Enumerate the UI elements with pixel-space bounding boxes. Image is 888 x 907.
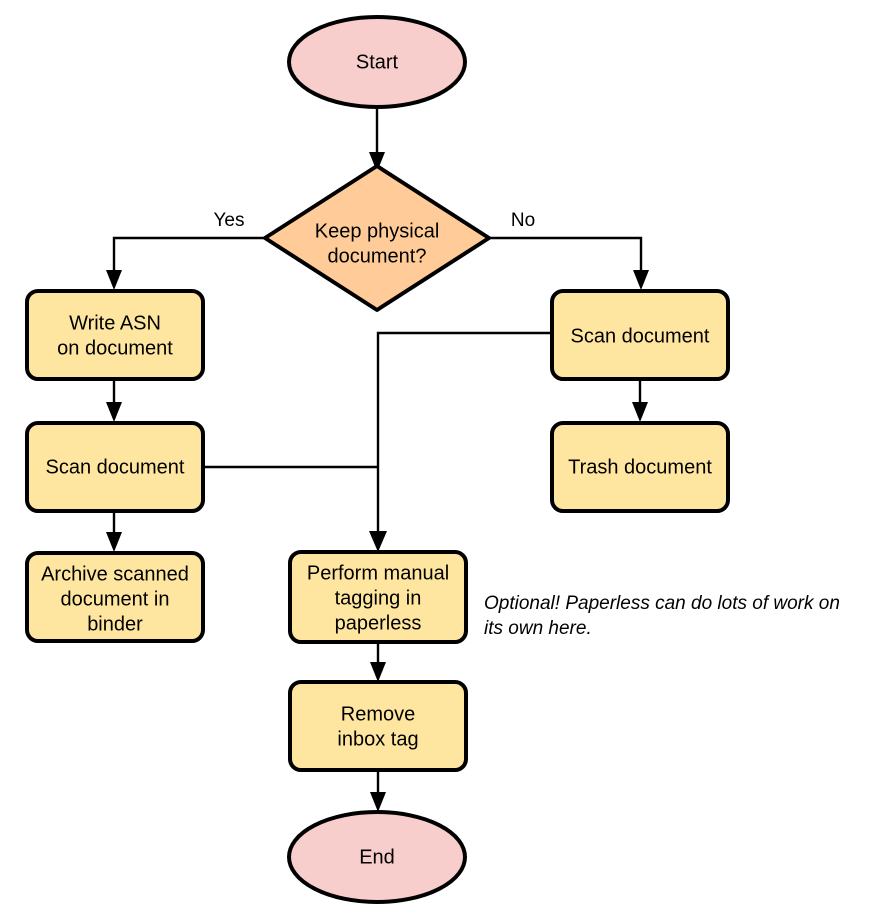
archive-box[interactable] [25, 551, 205, 643]
trash-document-box[interactable] [550, 421, 730, 513]
edge-scanright-to-tagging [376, 331, 552, 540]
edge-start-to-decision [369, 107, 385, 172]
node-end[interactable]: End [287, 810, 467, 904]
node-decision-keep-physical-document[interactable]: Keep physical document? [263, 164, 491, 312]
edge-decision-yes: Yes [106, 210, 265, 290]
node-remove-inbox-tag[interactable]: Remove inbox tag [288, 680, 468, 772]
decision-diamond[interactable] [263, 164, 491, 312]
manual-tagging-label-line2: tagging in [335, 587, 422, 609]
node-archive-scanned-document[interactable]: Archive scanned document in binder [25, 551, 205, 643]
write-asn-label-line2: on document [57, 337, 173, 359]
decision-label-line2: document? [328, 245, 427, 267]
decision-label-line1: Keep physical [315, 220, 440, 242]
write-asn-box[interactable] [25, 289, 205, 381]
node-manual-tagging[interactable]: Perform manual tagging in paperless [288, 550, 468, 644]
edge-label-yes: Yes [214, 210, 245, 231]
trash-document-label: Trash document [568, 456, 712, 478]
edge-scanright-to-trash [632, 379, 648, 422]
remove-inbox-tag-label-line2: inbox tag [337, 728, 418, 750]
edge-scanleft-to-archive [106, 511, 122, 552]
end-label: End [359, 846, 395, 868]
scan-document-left-box[interactable] [25, 421, 205, 513]
archive-label-line3: binder [87, 613, 143, 635]
start-label: Start [356, 51, 399, 73]
edge-label-no: No [511, 210, 535, 231]
edge-scanleft-to-tagging [203, 465, 387, 552]
archive-label-line2: document in [61, 588, 170, 610]
manual-tagging-label-line1: Perform manual [307, 562, 449, 584]
annotation-line1: Optional! Paperless can do lots of work … [484, 593, 840, 614]
edge-decision-no: No [489, 210, 649, 290]
scan-document-left-label: Scan document [46, 456, 185, 478]
scan-document-right-box[interactable] [550, 289, 730, 381]
write-asn-label-line1: Write ASN [69, 312, 161, 334]
edge-removeinbox-to-end [370, 770, 386, 812]
edge-tagging-to-removeinbox [370, 642, 386, 682]
node-trash-document[interactable]: Trash document [550, 421, 730, 513]
node-write-asn[interactable]: Write ASN on document [25, 289, 205, 381]
node-scan-document-left[interactable]: Scan document [25, 421, 205, 513]
archive-label-line1: Archive scanned [41, 563, 189, 585]
manual-tagging-box[interactable] [288, 550, 468, 644]
annotation-optional-note: Optional! Paperless can do lots of work … [484, 593, 840, 639]
node-scan-document-right[interactable]: Scan document [550, 289, 730, 381]
remove-inbox-tag-label-line1: Remove [341, 703, 415, 725]
node-start[interactable]: Start [287, 15, 467, 109]
start-ellipse[interactable] [287, 15, 467, 109]
edge-writeasn-to-scanleft [106, 379, 122, 422]
remove-inbox-tag-box[interactable] [288, 680, 468, 772]
scan-document-right-label: Scan document [571, 325, 710, 347]
manual-tagging-label-line3: paperless [335, 612, 422, 634]
end-ellipse[interactable] [287, 810, 467, 904]
annotation-line2: its own here. [484, 618, 592, 639]
